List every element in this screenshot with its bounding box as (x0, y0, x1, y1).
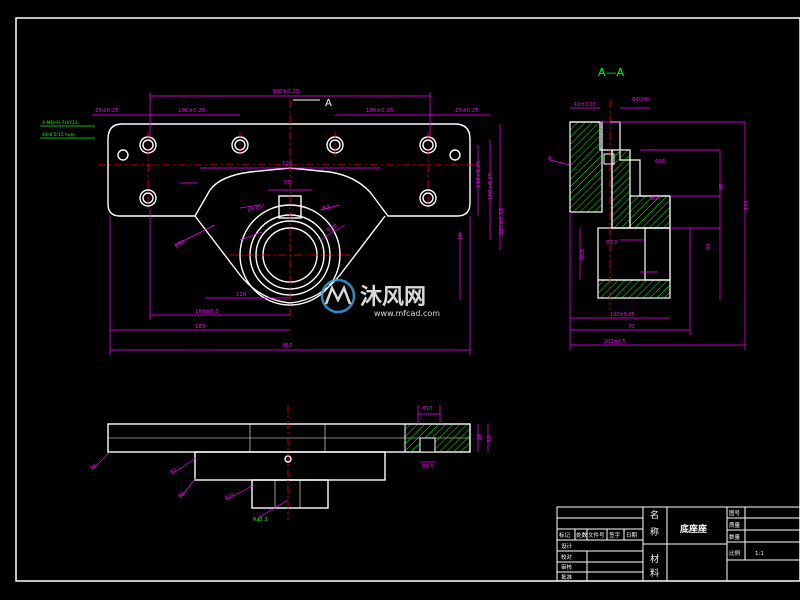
svg-text:4X-8.5/15 hole: 4X-8.5/15 hole (42, 132, 75, 138)
svg-text:A: A (548, 156, 552, 162)
svg-text:120: 120 (236, 292, 247, 298)
svg-text:R5: R5 (177, 491, 186, 500)
title-block (556, 506, 800, 582)
watermark-logo-icon (320, 278, 356, 314)
svg-text:25±0.25: 25±0.25 (455, 108, 479, 114)
svg-text:Φ10: Φ10 (422, 406, 432, 412)
tb-role-3: 批准 (561, 573, 573, 581)
svg-text:R6: R6 (89, 463, 98, 472)
front-view-hatch (404, 423, 471, 453)
section-view-title: A—A (598, 66, 625, 79)
svg-text:25±0.25: 25±0.25 (95, 108, 119, 114)
tb-rev-header-3: 签字 (609, 531, 621, 539)
svg-text:Φ10H8: Φ10H8 (632, 97, 649, 103)
tb-right-label-3: 比例 (729, 549, 741, 557)
tb-right-label-1: 质量 (729, 521, 741, 529)
svg-text:120: 120 (744, 200, 750, 210)
watermark: 沐风网 www.mfcad.com (320, 278, 440, 318)
svg-text:5×45°: 5×45° (247, 203, 266, 213)
tb-rev-header-0: 标记 (559, 531, 571, 539)
svg-text:100±0.25: 100±0.25 (366, 108, 394, 114)
top-view-notes: 4-M6HH-7H/Y12 4X-8.5/15 hole (40, 120, 95, 139)
svg-text:R5: R5 (169, 467, 178, 476)
svg-text:95: 95 (719, 184, 725, 190)
svg-text:300±0.25: 300±0.25 (272, 89, 300, 95)
section-marker-top: A (293, 98, 332, 109)
drawing-border (15, 17, 800, 582)
svg-text:357: 357 (282, 343, 293, 349)
section-view-dim-text: 10±0.03 Φ10H8 Φ7.5 100±0.05 70 200±0.5 1… (548, 97, 750, 345)
tb-right-label-2: 数量 (729, 533, 741, 541)
tb-scale-value: 1:1 (755, 551, 764, 557)
tb-rev-header-4: 日期 (626, 532, 638, 539)
svg-text:160±0.3: 160±0.3 (195, 309, 219, 315)
svg-text:200±0.5: 200±0.5 (604, 339, 626, 345)
svg-text:12: 12 (487, 436, 493, 442)
svg-text:100±0.25: 100±0.25 (488, 172, 494, 200)
top-view-centerlines (98, 100, 480, 320)
title-block-big-text: 名 称 材 料 (650, 509, 659, 579)
svg-text:R3: R3 (322, 204, 331, 212)
section-view-dimensions (549, 107, 746, 350)
tb-part-name: 底座座 (680, 523, 707, 535)
svg-text:Φ8.5: Φ8.5 (422, 464, 434, 470)
svg-text:10±0.03: 10±0.03 (574, 102, 596, 108)
tb-material-char-1: 料 (650, 567, 659, 579)
svg-text:R30: R30 (326, 223, 339, 234)
tb-rev-header-2: 文件号 (588, 531, 605, 539)
tb-role-0: 设计 (561, 542, 573, 550)
title-block-text: 标记 处数 文件号 签字 日期 设计 校对 审核 批准 图号 质量 数量 比例 … (559, 509, 764, 581)
svg-text:100±0.05: 100±0.05 (610, 312, 635, 318)
front-view-note: Ra3.2 (253, 517, 267, 523)
tb-material-char-0: 材 (650, 553, 659, 565)
svg-text:10: 10 (458, 233, 464, 240)
watermark-brand: 沐风网 (360, 285, 426, 310)
svg-text:120: 120 (282, 161, 293, 167)
tb-name-char-1: 称 (650, 526, 659, 538)
front-view-counterbore (419, 437, 436, 453)
tb-role-2: 审核 (561, 563, 573, 571)
svg-text:110±0.25: 110±0.25 (476, 160, 482, 188)
svg-text:100±0.25: 100±0.25 (178, 108, 206, 114)
front-view-dimensions (91, 405, 489, 519)
svg-text:Φ50: Φ50 (650, 196, 660, 202)
svg-text:80: 80 (706, 244, 712, 250)
front-view-dim-text: Φ10 Φ8.5 10 12 R6 R5 R5 R10 (89, 406, 493, 502)
svg-text:Φ7.5: Φ7.5 (606, 240, 618, 246)
section-arrow-label: A (325, 98, 332, 109)
svg-text:R10: R10 (224, 492, 236, 502)
svg-text:4-M6HH-7H/Y12: 4-M6HH-7H/Y12 (42, 120, 78, 126)
svg-text:R80: R80 (174, 239, 187, 250)
tb-role-1: 校对 (561, 553, 573, 561)
svg-text:70: 70 (628, 324, 634, 330)
top-view-dim-text: 300±0.25 25±0.25 100±0.25 100±0.25 25±0.… (95, 89, 505, 349)
svg-text:Φ58: Φ58 (580, 250, 586, 260)
top-view-dimensions (92, 92, 501, 355)
watermark-url: www.mfcad.com (374, 309, 440, 318)
svg-text:Φ36: Φ36 (655, 159, 665, 165)
svg-text:50: 50 (284, 180, 291, 186)
tb-right-label-0: 图号 (729, 509, 741, 517)
tb-rev-header-1: 处数 (576, 531, 588, 539)
top-view (107, 123, 471, 306)
svg-text:185: 185 (195, 324, 206, 330)
tb-name-char-0: 名 (650, 509, 659, 521)
section-view (569, 100, 671, 310)
svg-text:200±0.25: 200±0.25 (499, 207, 505, 235)
svg-text:10: 10 (477, 434, 483, 440)
